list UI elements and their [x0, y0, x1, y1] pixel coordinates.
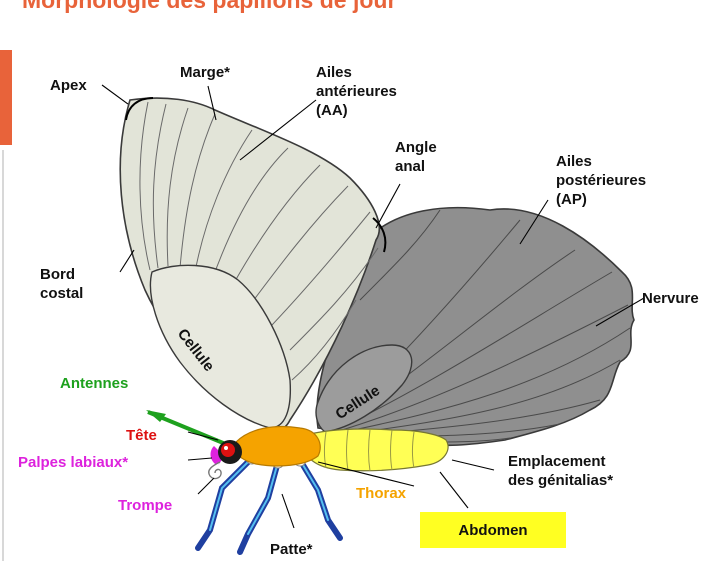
label-emplacement-genitalias: Emplacement des génitalias* [508, 452, 613, 490]
label-apex: Apex [50, 76, 87, 95]
label-patte: Patte* [270, 540, 313, 559]
label-ailes-posterieures: Ailes postérieures (AP) [556, 152, 646, 209]
label-trompe: Trompe [118, 496, 172, 515]
legs [198, 452, 340, 552]
label-angle-anal: Angle anal [395, 138, 437, 176]
label-nervure: Nervure [642, 289, 699, 308]
head-eye [218, 440, 242, 464]
proboscis-shape [209, 462, 221, 479]
label-tete: Tête [126, 426, 157, 445]
label-marge: Marge* [180, 63, 230, 82]
label-bord-costal: Bord costal [40, 265, 83, 303]
abdomen-shape [302, 429, 448, 471]
label-palpes-labiaux: Palpes labiaux* [18, 453, 128, 472]
thorax-shape [235, 427, 320, 466]
label-ailes-anterieures: Ailes antérieures (AA) [316, 63, 397, 120]
label-thorax: Thorax [356, 484, 406, 503]
label-abdomen: Abdomen [420, 512, 566, 548]
label-antennes: Antennes [60, 374, 128, 393]
